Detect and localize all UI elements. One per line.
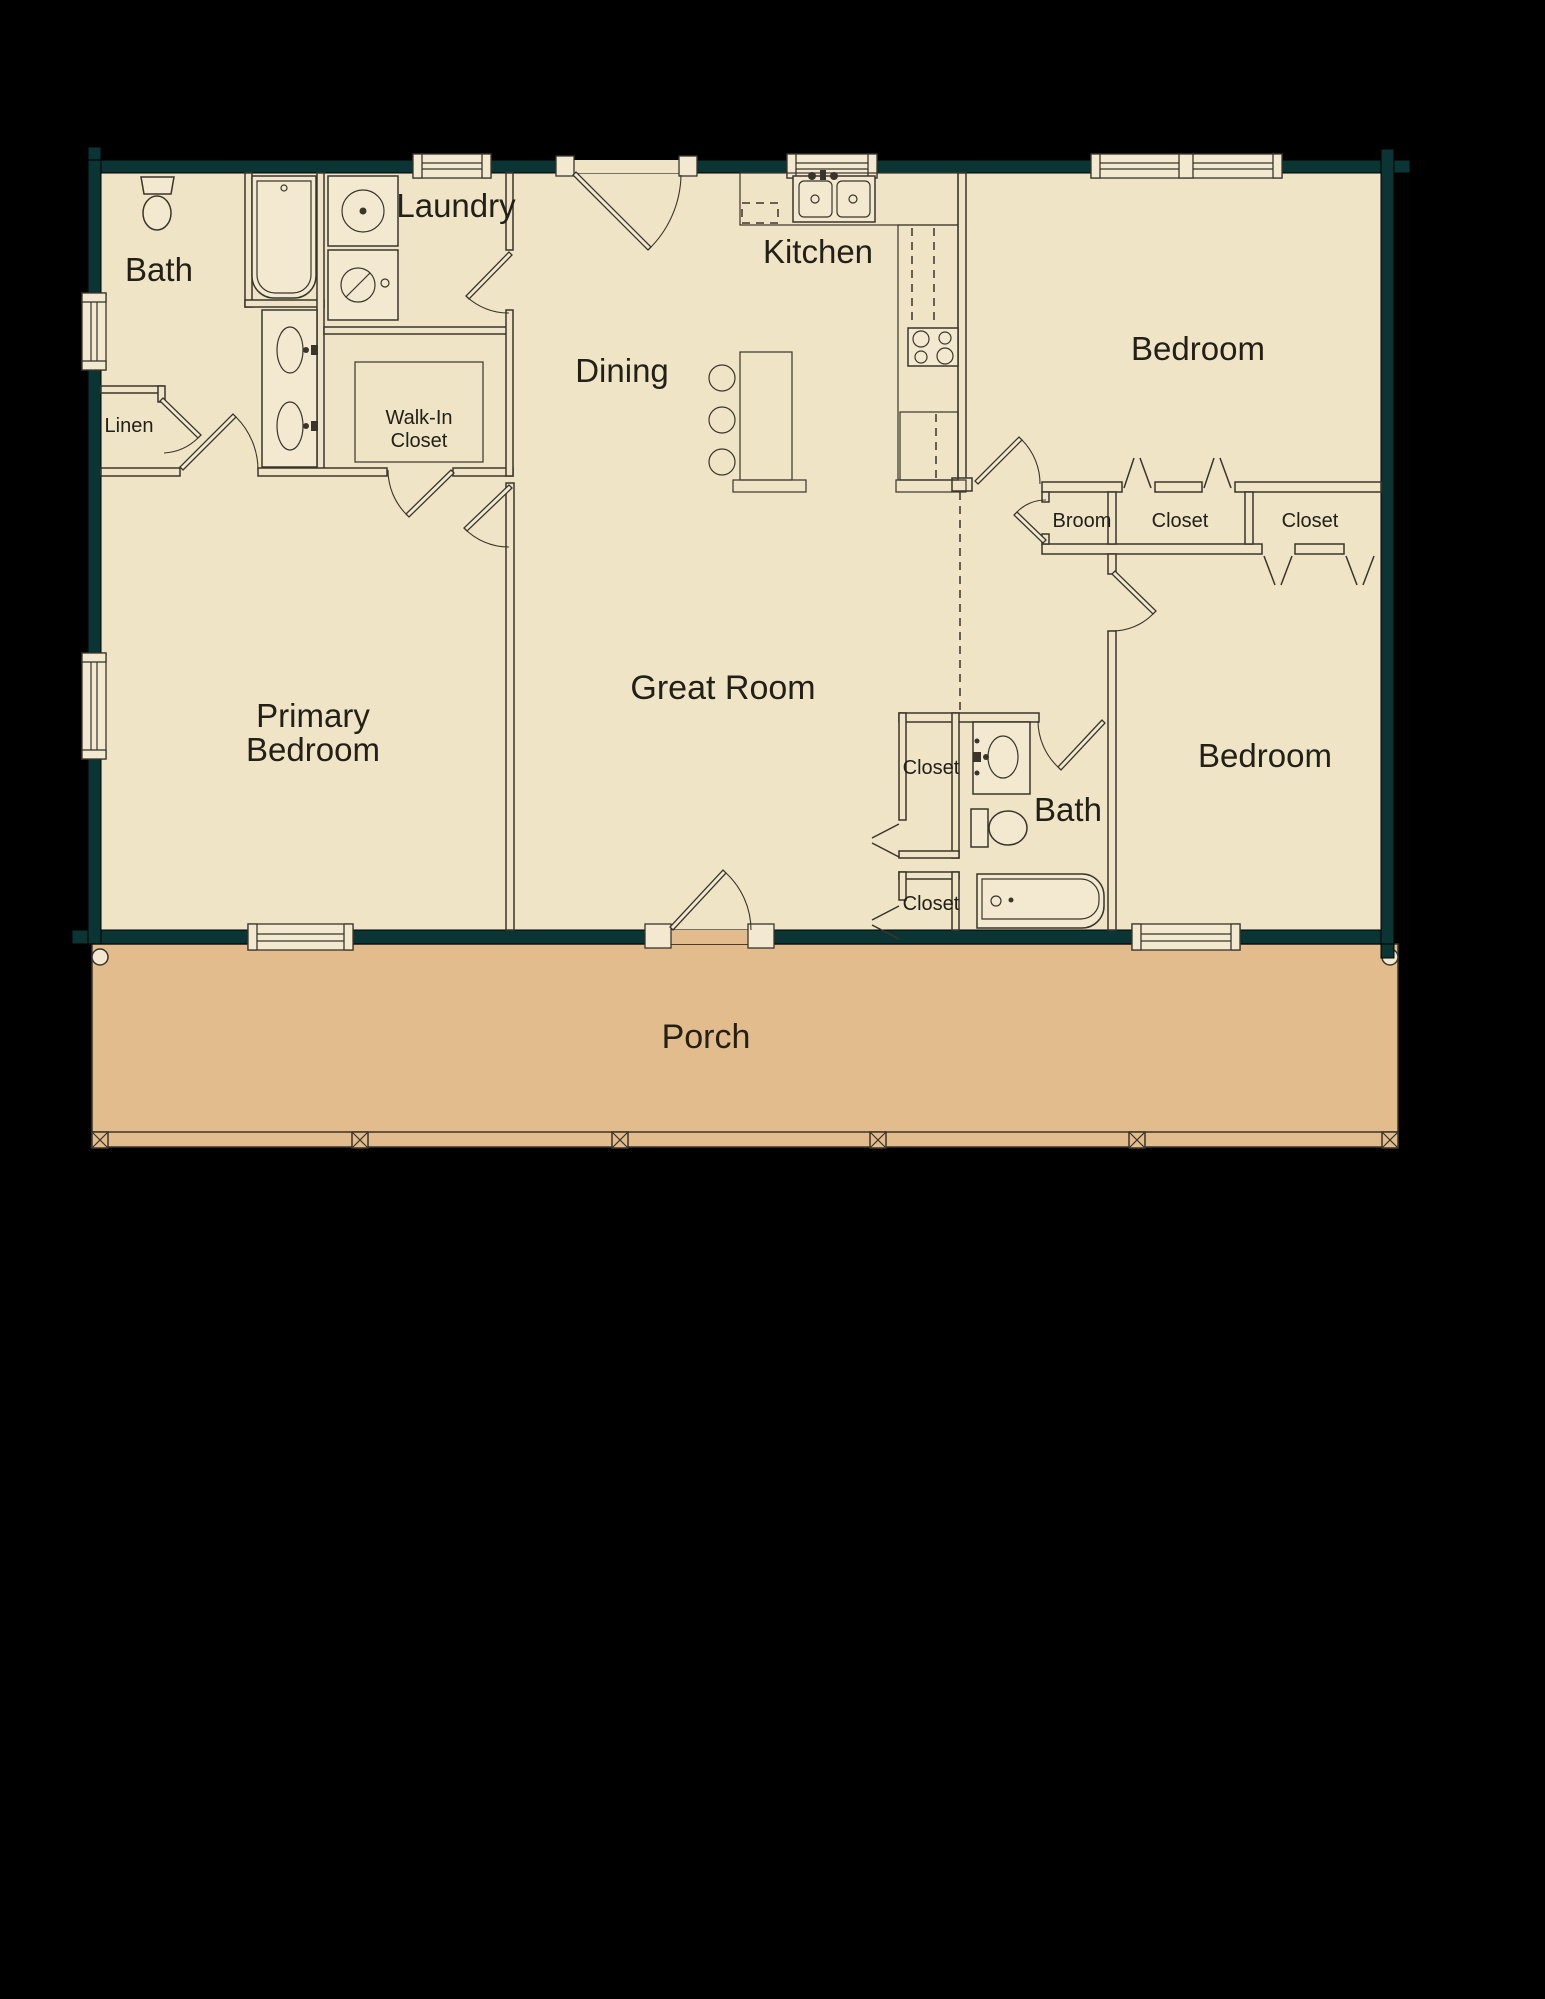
log-end <box>1380 943 1395 959</box>
room-label-bath-secondary: Bath <box>1034 791 1102 828</box>
log-end <box>87 146 102 161</box>
kitchen-counter <box>739 172 959 226</box>
porch-deck <box>91 943 1399 1149</box>
bifold-closet <box>871 905 900 940</box>
door-walk-in-closet <box>387 469 455 518</box>
window <box>412 153 492 179</box>
kitchen-fixtures <box>708 170 967 710</box>
stove <box>907 327 959 367</box>
room-label-primary-line1: Primary <box>256 697 370 734</box>
bifold-closet <box>1123 457 1152 489</box>
room-labels: Bath Laundry Kitchen Dining Bedroom Grea… <box>105 187 1339 1056</box>
porch-posts <box>91 1131 1399 1149</box>
porch-corner-post <box>91 948 109 966</box>
log-end <box>71 929 89 945</box>
stool <box>708 406 736 434</box>
room-label-great-room: Great Room <box>630 669 815 707</box>
room-label-closet-bath-upper: Closet <box>903 757 960 779</box>
window-double <box>1090 153 1283 179</box>
room-label-walkin-line1: Walk-In <box>385 407 452 429</box>
door-secondary-bath <box>1037 719 1106 771</box>
upper-cabinet <box>741 202 779 224</box>
room-label-walkin-line2: Closet <box>391 430 448 452</box>
bifold-closet <box>1263 555 1293 586</box>
room-label-closet-right: Closet <box>1282 510 1339 532</box>
window <box>81 292 107 371</box>
door-primary-bath <box>179 413 259 471</box>
door-bedroom-upper <box>974 436 1041 485</box>
washer <box>327 175 399 247</box>
stool <box>708 364 736 392</box>
room-label-porch: Porch <box>662 1018 751 1056</box>
kitchen-island <box>708 351 807 493</box>
room-label-dining: Dining <box>575 352 669 389</box>
bifold-doors <box>871 457 1375 940</box>
room-label-closet-center: Closet <box>1152 510 1209 532</box>
bathtub <box>251 175 317 299</box>
room-label-primary-line2: Bedroom <box>246 731 380 768</box>
stool <box>708 448 736 476</box>
room-label-linen: Linen <box>105 415 154 437</box>
room-label-bath-primary: Bath <box>125 251 193 288</box>
interior-doors <box>159 251 1157 771</box>
porch-door <box>644 869 775 949</box>
door-laundry <box>465 251 513 314</box>
window <box>81 652 107 760</box>
dryer <box>327 249 399 321</box>
door-primary-bedroom <box>463 484 513 548</box>
kitchen-sink <box>792 170 876 223</box>
bifold-closet <box>1345 555 1375 586</box>
room-label-bedroom-lower: Bedroom <box>1198 737 1332 774</box>
front-door <box>555 155 698 251</box>
entry-doors <box>555 155 775 949</box>
walk-in-closet-shelving <box>354 361 484 463</box>
room-label-kitchen: Kitchen <box>763 233 873 270</box>
window <box>1131 923 1241 951</box>
bathtub <box>976 873 1105 929</box>
window <box>247 923 354 951</box>
room-label-broom: Broom <box>1053 510 1112 532</box>
toilet <box>140 176 175 231</box>
counter-end <box>895 479 967 493</box>
bifold-closet <box>1203 457 1232 489</box>
door-linen <box>159 397 202 454</box>
door-bedroom-lower <box>1111 570 1157 632</box>
toilet <box>970 808 1028 848</box>
vanity <box>972 721 1031 795</box>
bifold-closet <box>871 823 900 858</box>
room-label-bedroom-upper: Bedroom <box>1131 330 1265 367</box>
double-vanity <box>261 309 318 468</box>
room-label-laundry: Laundry <box>396 187 516 224</box>
secondary-bath-fixtures <box>970 721 1105 929</box>
primary-bath-fixtures <box>140 175 484 468</box>
door-broom-closet <box>1013 499 1047 544</box>
room-label-closet-bath-lower: Closet <box>903 893 960 915</box>
log-end <box>1393 159 1411 174</box>
